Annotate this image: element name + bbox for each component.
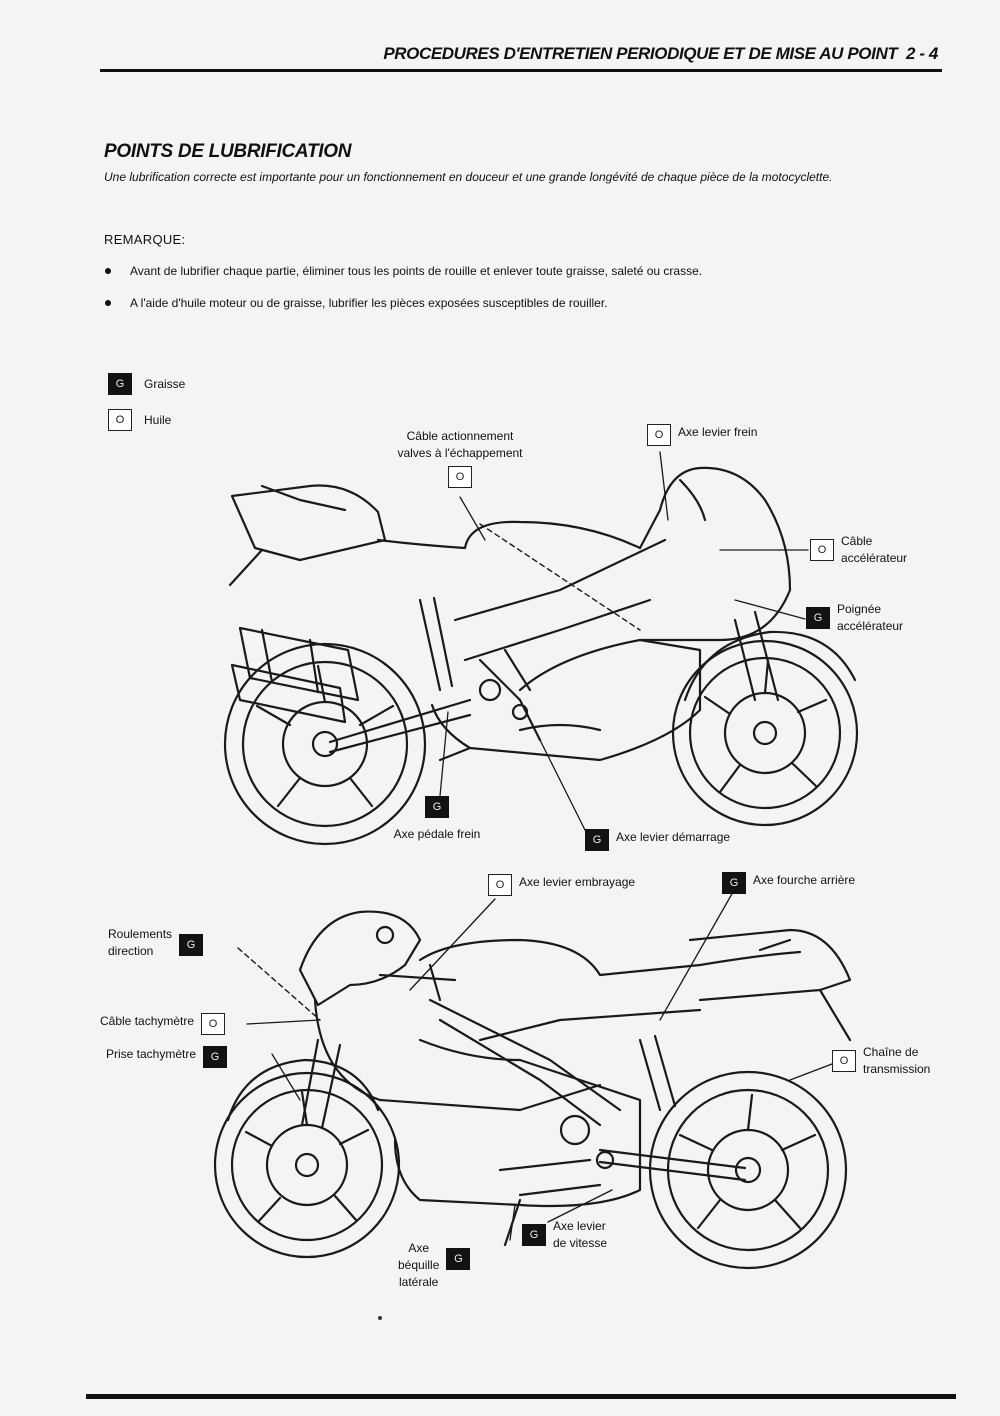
callout-label: Prise tachymètre [106,1047,197,1061]
header-title: PROCEDURES D'ENTRETIEN PERIODIQUE ET DE … [383,44,898,63]
callout-cable-tachymetre: Câble tachymètre O [100,1013,226,1035]
callout-label: Roulements direction [108,927,173,958]
callout-label: Axe levier de vitesse [553,1219,608,1250]
callout-label: Axe béquille latérale [398,1241,440,1289]
callout-axe-levier-vitesse: G Axe levier de vitesse [522,1218,607,1252]
oil-symbol: O [448,466,472,488]
oil-symbol: O [832,1050,856,1072]
grease-symbol: G [179,934,204,956]
callout-label: Axe levier démarrage [616,830,731,844]
callout-label: Câble tachymètre [100,1014,195,1028]
section-title: POINTS DE LUBRIFICATION [104,141,352,162]
page-mark [378,1316,382,1320]
callout-label: Axe fourche arrière [753,873,856,887]
callout-axe-pedale-frein: G Axe pédale frein [352,796,522,843]
callout-label: Câble accélérateur [841,534,908,565]
leader-lines [246,451,833,1241]
callout-label: Chaîne de transmission [863,1045,931,1076]
page-number: 2 - 4 [905,44,938,63]
callout-label: Poignée accélérateur [837,602,904,633]
oil-symbol: O [488,874,512,896]
callout-label: Axe levier frein [678,425,758,439]
callout-axe-levier-demarrage: G Axe levier démarrage [585,829,730,851]
page-header: PROCEDURES D'ENTRETIEN PERIODIQUE ET DE … [383,44,938,64]
callout-label: Axe pédale frein [393,827,481,841]
grease-symbol: G [203,1046,228,1068]
oil-symbol: O [647,424,671,446]
footer-rule [86,1394,956,1399]
remark-list: Avant de lubrifier chaque partie, élimin… [104,262,944,326]
callout-cable-accelerateur: O Câble accélérateur [810,533,907,567]
callout-chaine-transmission: O Chaîne de transmission [832,1044,930,1078]
remark-label: REMARQUE: [104,232,186,247]
grease-symbol: G [425,796,449,818]
legend-oil: O Huile [108,409,171,431]
oil-symbol: O [108,409,132,431]
grease-symbol: G [108,373,132,395]
remark-item: Avant de lubrifier chaque partie, élimin… [104,262,944,281]
callout-axe-levier-embrayage: O Axe levier embrayage [488,874,635,896]
callout-axe-levier-frein: O Axe levier frein [647,424,757,446]
grease-symbol: G [722,872,746,894]
section-intro: Une lubrification correcte est important… [104,170,833,184]
callout-label: Axe levier embrayage [519,875,636,889]
callout-roulements-direction: Roulements direction G [108,926,204,960]
legend-grease: G Graisse [108,373,185,395]
motorcycle-left-side-drawing [213,910,852,1270]
callout-poignee-accelerateur: G Poignée accélérateur [806,601,903,635]
oil-symbol: O [201,1013,226,1035]
grease-symbol: G [585,829,609,851]
callout-prise-tachymetre: Prise tachymètre G [106,1046,228,1068]
motorcycle-right-side-drawing [223,466,859,846]
oil-symbol: O [810,539,834,561]
grease-symbol: G [522,1224,546,1246]
grease-symbol: G [446,1248,471,1270]
callout-cable-valves: Câble actionnement valves à l'échappemen… [370,428,550,488]
grease-symbol: G [806,607,830,629]
remark-item: A l'aide d'huile moteur ou de graisse, l… [104,294,944,313]
callout-axe-fourche-arriere: G Axe fourche arrière [722,872,855,894]
callout-axe-bequille: Axe béquille latérale G [398,1240,471,1291]
header-rule [100,69,942,72]
legend-grease-label: Graisse [144,377,186,391]
callout-label: Câble actionnement valves à l'échappemen… [397,429,523,460]
legend-oil-label: Huile [144,413,172,427]
